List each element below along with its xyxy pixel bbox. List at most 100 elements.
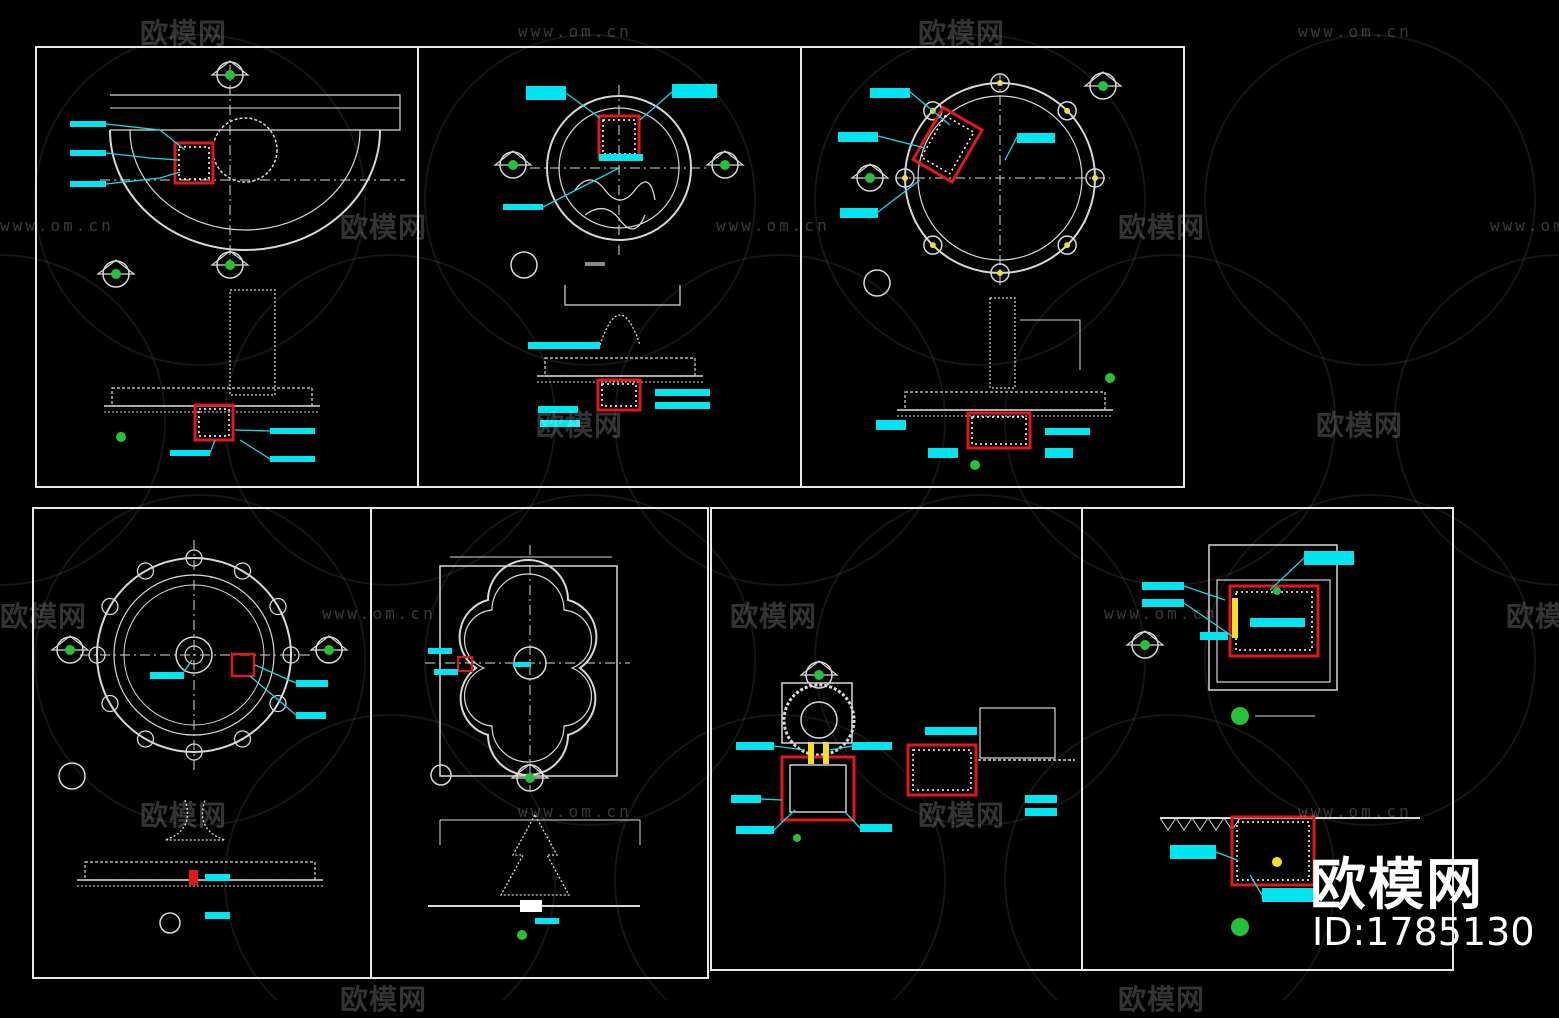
leader-line: [877, 135, 926, 149]
leader-line: [877, 179, 921, 213]
annotation-tag: [296, 712, 326, 719]
annotation-tag: [428, 648, 452, 654]
pump-pit-hatch: [971, 416, 1027, 445]
rim-stud: [136, 562, 155, 580]
sheet-frame-top: [35, 46, 1185, 488]
fountain-statue: [164, 799, 226, 841]
section-marker-dot: [1098, 81, 1108, 91]
pump-pit-outline: [1230, 815, 1316, 887]
annotation-tag: [503, 204, 543, 210]
watermark-circle: [1004, 254, 1336, 586]
inner-plan-box: [1216, 579, 1331, 683]
leader-line: [1269, 557, 1305, 591]
annotation-tag: [1142, 599, 1184, 607]
watermark-circle: [1204, 34, 1536, 366]
dimension-frame: [1020, 319, 1081, 370]
annotation-tag: [1304, 551, 1354, 565]
annotation-tag: [526, 86, 566, 100]
detail-callout-dot: [1272, 857, 1282, 867]
basin-section-body: [111, 387, 313, 407]
pump-pit-inner: [789, 764, 847, 813]
rim-stud-lamp: [1064, 107, 1071, 114]
watermark-brand: 欧模网: [1506, 600, 1559, 633]
annotation-tag: [1200, 632, 1228, 640]
pump-pit-outline: [596, 378, 642, 412]
section-marker-dot: [508, 160, 518, 170]
scale-bar: [585, 262, 605, 266]
pump-pit-label-bar: [599, 154, 643, 161]
annotation-tag: [1142, 582, 1184, 590]
annotation-tag: [1262, 888, 1318, 902]
watermark-brand: 欧模网: [730, 600, 818, 633]
leader-line: [1249, 874, 1263, 896]
fountain-tiered-elevation: [499, 813, 571, 896]
pump-pit-outline: [230, 652, 256, 678]
spray-head-ring: [212, 117, 278, 183]
pump-pit-hatch: [1236, 821, 1310, 881]
annotation-tag: [1045, 448, 1073, 458]
panel-lotus-ring-fountain: [50, 540, 349, 934]
rim-stud: [269, 597, 287, 616]
title-bubble: [58, 762, 86, 790]
watermark-url: www.om.cn: [1298, 22, 1412, 41]
watermark-circle: [1394, 254, 1559, 586]
watermark-brand: 欧模网: [140, 17, 228, 50]
leader-line: [105, 123, 186, 151]
leader-line: [249, 675, 297, 716]
title-bubble: [430, 764, 452, 786]
leader-line: [1183, 585, 1226, 601]
annotation-tag: [928, 448, 958, 458]
sheet-frames: [32, 46, 1454, 979]
watermark-brand: 欧模网: [918, 799, 1006, 832]
annotation-tag: [852, 742, 892, 750]
annotation-tag: [731, 795, 761, 803]
fountain-bowl-elevation: [979, 707, 1056, 759]
leader-line: [1215, 851, 1238, 861]
leader-line: [1183, 602, 1233, 637]
watermark-circle: [814, 34, 1146, 366]
rim-stud: [233, 730, 252, 748]
leader-line: [909, 91, 951, 126]
basin-inner-arc: [129, 129, 361, 231]
basin-section-body: [544, 357, 696, 377]
detail-callout-dot: [1105, 373, 1115, 383]
section-marker-dot: [225, 260, 235, 270]
annotation-tag: [1017, 133, 1055, 143]
pump-pit-hatch: [1235, 591, 1313, 651]
annotation-tag: [270, 456, 315, 462]
pump-pit-outline: [780, 755, 856, 822]
annotation-tag: [876, 420, 906, 430]
rim-stud: [923, 235, 943, 255]
corner-brand-name: 欧模网: [1310, 853, 1484, 918]
leader-line: [183, 659, 193, 673]
rim-stud: [101, 694, 119, 713]
pump-pit-outline: [457, 656, 473, 672]
annotation-tag: [434, 669, 458, 675]
rim-stud: [1057, 101, 1077, 121]
section-marker-dot: [111, 269, 121, 279]
annotation-tag: [655, 389, 710, 396]
pipe-ring-outer: [782, 683, 856, 757]
watermark-arcs: [0, 34, 1559, 1000]
watermark-url: www.om.cn: [1490, 216, 1559, 235]
section-marker-dot: [65, 645, 75, 655]
section-marker-dot: [720, 160, 730, 170]
rim-stud: [269, 694, 287, 713]
pump-pit-hatch: [198, 408, 230, 437]
watermark-circle: [424, 494, 756, 826]
pump-pit-outline: [173, 141, 215, 185]
watermark-brand: 欧模网: [536, 409, 624, 442]
annotation-tag: [528, 342, 600, 349]
watermark-url: www.om.cn: [1104, 604, 1218, 623]
title-bubble: [863, 269, 891, 297]
leader-line: [844, 811, 861, 829]
watermark-circle: [224, 254, 556, 586]
leader-line: [254, 664, 297, 684]
watermark-brand: 欧模网: [1118, 983, 1206, 1016]
annotation-tag: [840, 208, 878, 218]
panel-square-pump-pit-detail: [1125, 544, 1420, 936]
basin-section-body: [84, 861, 316, 881]
watermark-circle: [1004, 714, 1336, 1000]
leader-line: [1004, 136, 1018, 161]
fountain-column-section: [229, 289, 276, 396]
